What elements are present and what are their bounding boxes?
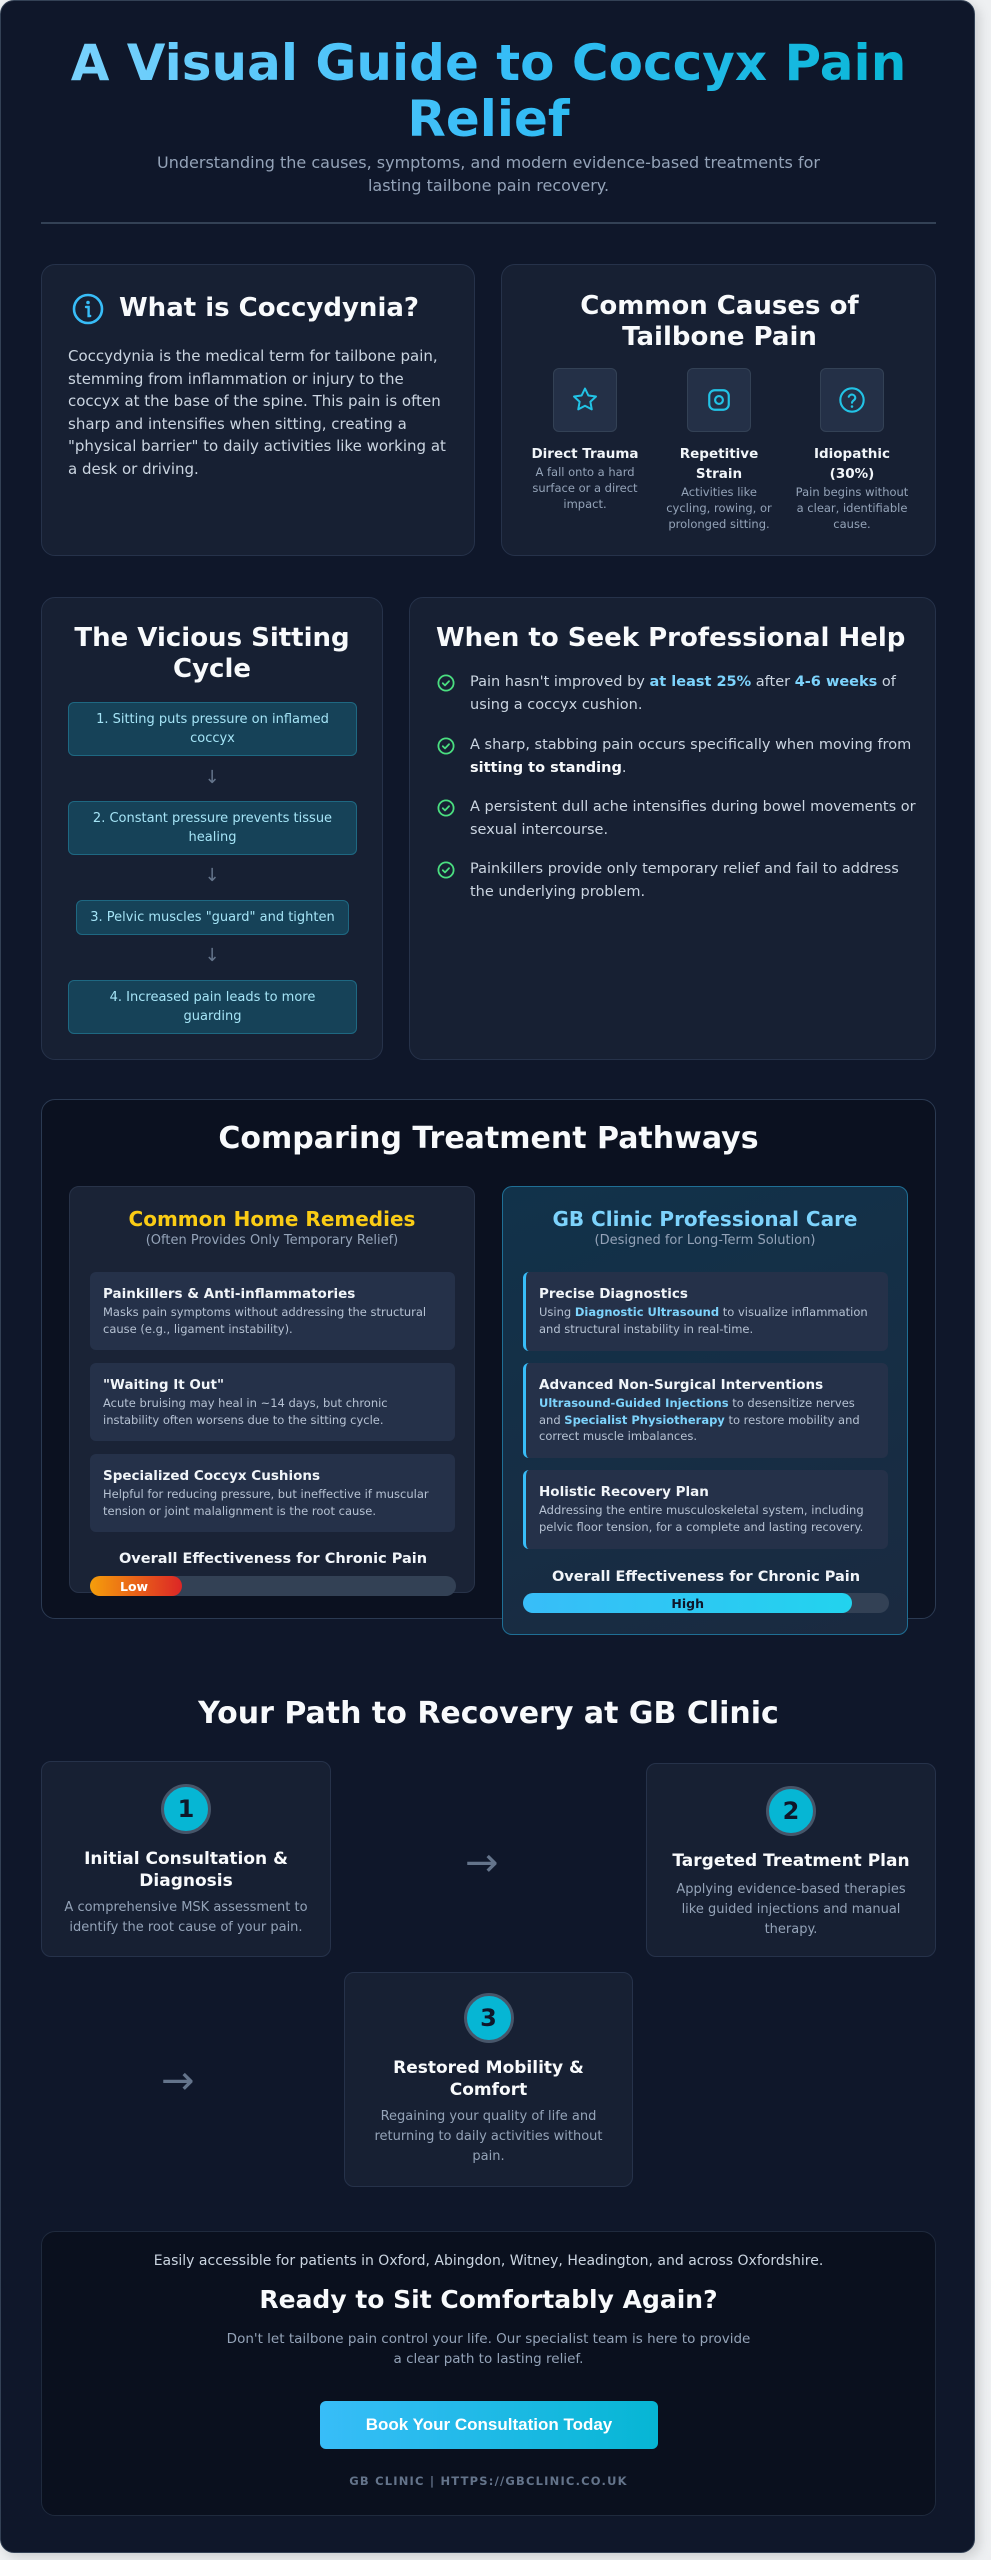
effectiveness-label: Overall Effectiveness for Chronic Pain [551, 1569, 861, 1585]
camera-square-icon [687, 368, 751, 432]
clinic-care-title: GB Clinic Professional Care [552, 1207, 858, 1231]
cycle-step-4: 4. Increased pain leads to more guarding [68, 980, 357, 1034]
path-title: Your Path to Recovery at GB Clinic [198, 1696, 779, 1731]
home-remedies-column: Common Home Remedies (Often Provides Onl… [69, 1186, 475, 1596]
cta-section [41, 2231, 936, 2516]
effectiveness-bar-high: High [523, 1593, 889, 1613]
step-number-badge: 1 [161, 1784, 211, 1834]
remedy-item: Painkillers & Anti-inflammatories Masks … [90, 1272, 455, 1350]
page-title: A Visual Guide to Coccyx Pain Relief [41, 35, 936, 147]
effectiveness-bar-low: Low [90, 1576, 456, 1596]
arrow-down-icon: ↓ [204, 945, 220, 966]
help-title: When to Seek Professional Help [436, 623, 906, 653]
home-remedies-subtitle: (Often Provides Only Temporary Relief) [145, 1233, 399, 1248]
path-step-1: 1 Initial Consultation & Diagnosis A com… [41, 1761, 331, 1957]
path-step-2: 2 Targeted Treatment Plan Applying evide… [646, 1763, 936, 1957]
compare-title: Comparing Treatment Pathways [218, 1121, 759, 1156]
star-icon [553, 368, 617, 432]
service-area-text: Easily accessible for patients in Oxford… [153, 2253, 824, 2269]
path-step-3: 3 Restored Mobility & Comfort Regaining … [344, 1972, 633, 2187]
check-circle-icon [437, 861, 455, 904]
what-is-body: Coccydynia is the medical term for tailb… [68, 347, 446, 478]
divider [41, 222, 936, 224]
cause-repetitive-strain: Repetitive Strain Activities like cyclin… [659, 368, 779, 532]
effectiveness-label: Overall Effectiveness for Chronic Pain [118, 1551, 428, 1567]
arrow-right-icon: → [465, 1840, 499, 1886]
help-item: Painkillers provide only temporary relie… [437, 858, 917, 904]
arrow-down-icon: ↓ [204, 767, 220, 788]
cycle-title: The Vicious Sitting Cycle [74, 623, 350, 684]
clinic-item: Advanced Non-Surgical Interventions Ultr… [523, 1363, 888, 1458]
check-circle-icon [437, 737, 455, 780]
remedy-item: "Waiting It Out" Acute bruising may heal… [90, 1363, 455, 1441]
clinic-care-column: GB Clinic Professional Care (Designed fo… [502, 1186, 908, 1635]
seek-help-card: When to Seek Professional Help [409, 597, 936, 1060]
book-consultation-button[interactable]: Book Your Consultation Today [320, 2401, 658, 2449]
what-is-card: What is Coccydynia? Coccydynia is the me… [41, 264, 475, 556]
arrow-right-icon: → [161, 2058, 195, 2104]
step-number-badge: 2 [766, 1786, 816, 1836]
clinic-item: Precise Diagnostics Using Diagnostic Ult… [523, 1272, 888, 1351]
clinic-care-subtitle: (Designed for Long-Term Solution) [594, 1233, 816, 1248]
causes-card: Common Causes of Tailbone Pain Direct Tr… [501, 264, 936, 556]
arrow-down-icon: ↓ [204, 865, 220, 886]
cta-body: Don't let tailbone pain control your lif… [226, 2331, 751, 2367]
effectiveness-fill: High [523, 1593, 853, 1613]
cycle-step-2: 2. Constant pressure prevents tissue hea… [68, 801, 357, 855]
question-circle-icon [820, 368, 884, 432]
cycle-step-1: 1. Sitting puts pressure on inflamed coc… [68, 702, 357, 756]
info-icon [72, 293, 104, 329]
clinic-item: Holistic Recovery Plan Addressing the en… [523, 1470, 888, 1549]
what-is-title: What is Coccydynia? [119, 293, 419, 323]
help-item: A sharp, stabbing pain occurs specifical… [437, 734, 917, 780]
cause-idiopathic: Idiopathic (30%) Pain begins without a c… [792, 368, 912, 532]
causes-title: Common Causes of Tailbone Pain [580, 291, 859, 352]
effectiveness-fill: Low [90, 1576, 182, 1596]
footer-text: GB CLINIC | HTTPS://GBCLINIC.CO.UK [349, 2474, 628, 2488]
help-item: Pain hasn't improved by at least 25% aft… [437, 671, 917, 717]
home-remedies-title: Common Home Remedies [128, 1207, 416, 1231]
step-number-badge: 3 [463, 1993, 514, 2043]
cycle-step-3: 3. Pelvic muscles "guard" and tighten [76, 900, 349, 935]
page-subtitle: Understanding the causes, symptoms, and … [157, 153, 820, 195]
check-circle-icon [437, 674, 455, 717]
help-item: A persistent dull ache intensifies durin… [437, 796, 917, 842]
cause-direct-trauma: Direct Trauma A fall onto a hard surface… [525, 368, 645, 512]
check-circle-icon [437, 799, 455, 842]
cta-title: Ready to Sit Comfortably Again? [259, 2285, 718, 2314]
remedy-item: Specialized Coccyx Cushions Helpful for … [90, 1454, 455, 1532]
